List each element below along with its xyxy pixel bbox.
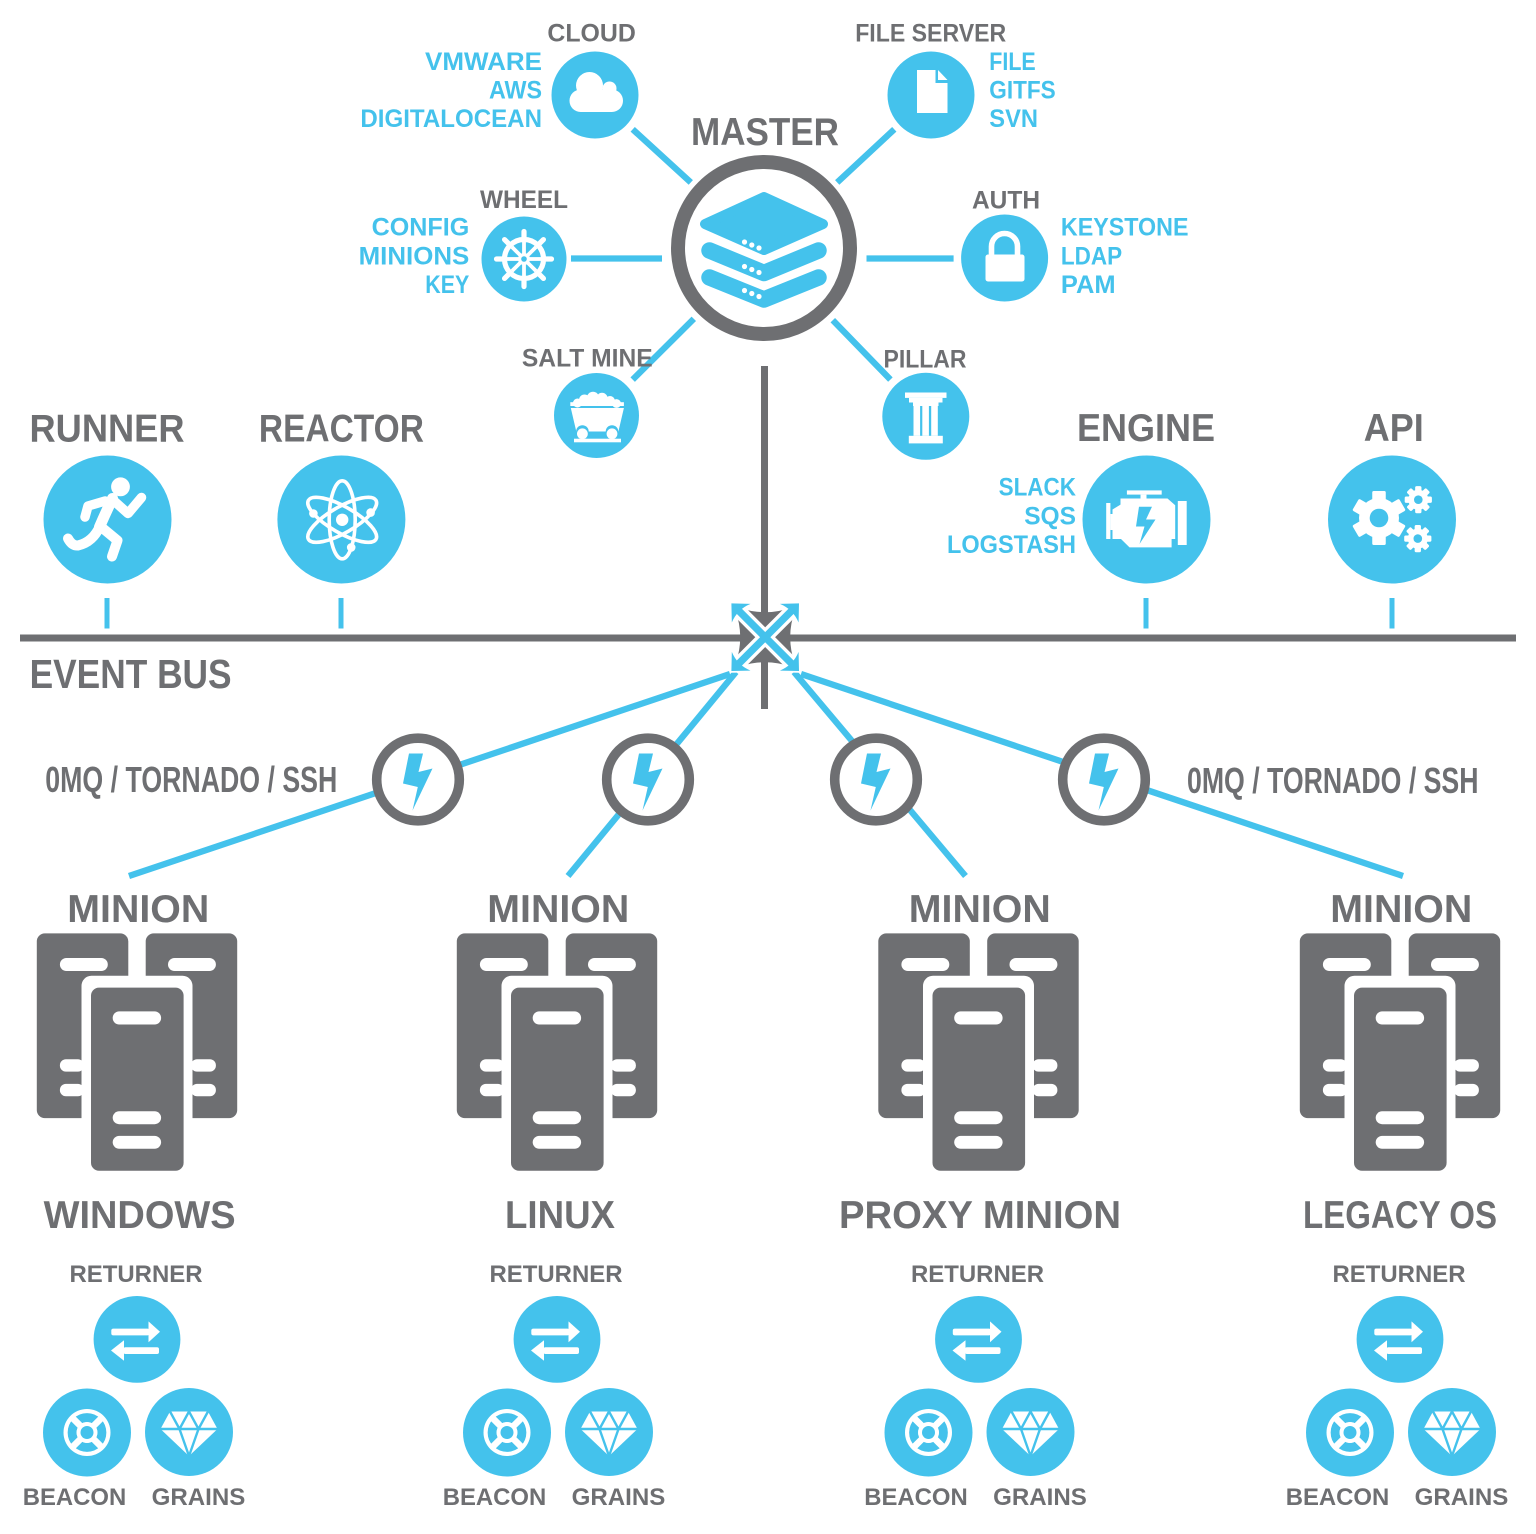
svg-text:CONFIG: CONFIG: [372, 214, 470, 242]
svg-text:SALT MINE: SALT MINE: [522, 345, 653, 373]
svg-text:RETURNER: RETURNER: [490, 1261, 623, 1288]
svg-text:MINION: MINION: [1330, 888, 1472, 931]
svg-text:FILE: FILE: [989, 48, 1035, 76]
svg-text:KEY: KEY: [425, 271, 469, 299]
svg-text:GRAINS: GRAINS: [152, 1484, 246, 1511]
svg-text:AUTH: AUTH: [972, 186, 1040, 214]
svg-text:KEYSTONE: KEYSTONE: [1061, 214, 1189, 242]
svg-text:LEGACY OS: LEGACY OS: [1303, 1194, 1497, 1237]
svg-text:LOGSTASH: LOGSTASH: [947, 531, 1076, 559]
svg-text:PROXY MINION: PROXY MINION: [839, 1194, 1121, 1237]
svg-text:LDAP: LDAP: [1061, 242, 1122, 270]
svg-text:FILE SERVER: FILE SERVER: [855, 20, 1006, 48]
svg-text:BEACON: BEACON: [864, 1484, 968, 1511]
svg-text:MINION: MINION: [909, 888, 1051, 931]
svg-text:EVENT BUS: EVENT BUS: [30, 651, 232, 697]
svg-text:SQS: SQS: [1024, 503, 1076, 531]
svg-text:RETURNER: RETURNER: [911, 1261, 1044, 1288]
svg-text:MINION: MINION: [487, 888, 629, 931]
svg-text:ENGINE: ENGINE: [1077, 407, 1215, 450]
svg-text:WINDOWS: WINDOWS: [44, 1194, 236, 1237]
svg-text:LINUX: LINUX: [505, 1194, 615, 1237]
svg-text:RUNNER: RUNNER: [30, 408, 185, 451]
svg-text:SLACK: SLACK: [999, 474, 1076, 502]
svg-text:PAM: PAM: [1061, 271, 1116, 299]
svg-text:AWS: AWS: [489, 76, 542, 104]
svg-text:0MQ / TORNADO / SSH: 0MQ / TORNADO / SSH: [45, 759, 337, 800]
svg-text:RETURNER: RETURNER: [1333, 1261, 1466, 1288]
svg-text:GRAINS: GRAINS: [572, 1484, 666, 1511]
svg-text:GRAINS: GRAINS: [993, 1484, 1087, 1511]
svg-text:BEACON: BEACON: [1286, 1484, 1390, 1511]
svg-text:BEACON: BEACON: [443, 1484, 547, 1511]
svg-text:CLOUD: CLOUD: [547, 20, 636, 48]
svg-text:MINIONS: MINIONS: [359, 242, 470, 270]
svg-text:VMWARE: VMWARE: [425, 48, 542, 76]
svg-text:WHEEL: WHEEL: [480, 186, 568, 214]
svg-text:API: API: [1364, 407, 1424, 450]
svg-text:BEACON: BEACON: [23, 1484, 127, 1511]
svg-text:DIGITALOCEAN: DIGITALOCEAN: [360, 105, 542, 133]
svg-text:MASTER: MASTER: [691, 111, 839, 154]
svg-text:RETURNER: RETURNER: [70, 1261, 203, 1288]
svg-text:PILLAR: PILLAR: [884, 346, 967, 374]
svg-text:SVN: SVN: [989, 105, 1038, 133]
svg-text:0MQ / TORNADO / SSH: 0MQ / TORNADO / SSH: [1187, 760, 1479, 801]
svg-text:GRAINS: GRAINS: [1415, 1484, 1509, 1511]
svg-text:REACTOR: REACTOR: [259, 408, 424, 451]
svg-text:MINION: MINION: [67, 888, 209, 931]
svg-text:GITFS: GITFS: [989, 76, 1055, 104]
